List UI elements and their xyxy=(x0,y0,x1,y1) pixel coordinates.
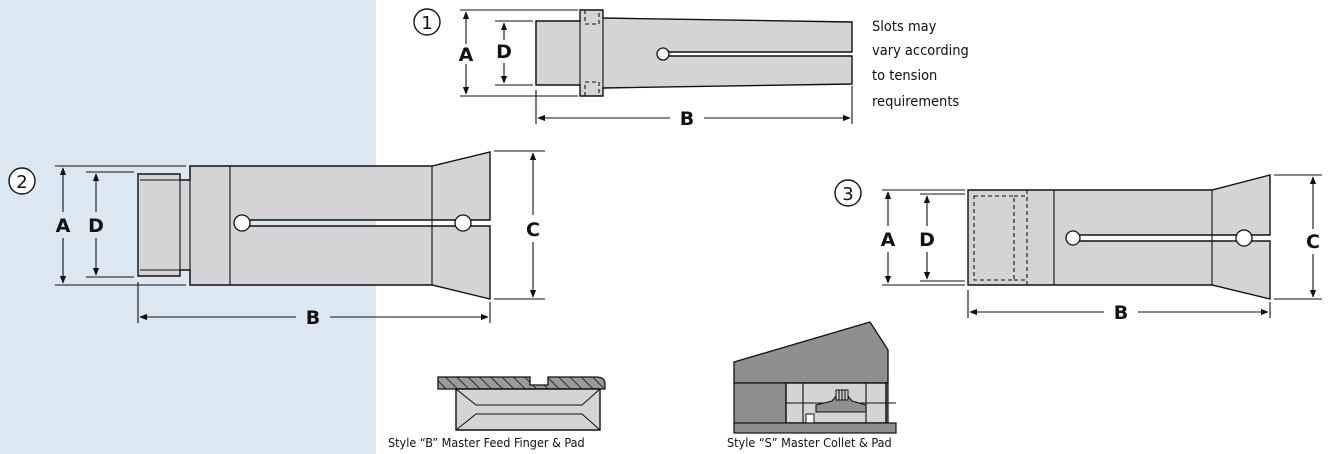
figure-1-number-circle xyxy=(413,8,441,36)
figure-1-label-d: D xyxy=(496,41,512,63)
style-b-finger xyxy=(437,376,606,390)
figure-2-collet-body xyxy=(137,151,491,300)
figure-3-label-b: B xyxy=(1114,302,1128,324)
style-s-caption: Style “S” Master Collet & Pad xyxy=(727,435,892,450)
style-b-pad xyxy=(455,388,601,431)
figure-3-number-circle xyxy=(834,179,862,207)
slots-note: Slots may vary according to tension requ… xyxy=(872,19,969,110)
figure-1-label-b: B xyxy=(680,108,694,130)
figure-1-label-a: A xyxy=(459,44,474,66)
figure-3-number: 3 xyxy=(842,184,853,205)
figure-1-collet-body xyxy=(535,9,853,97)
style-b-caption: Style “B” Master Feed Finger & Pad xyxy=(388,435,585,450)
note-line-1: Slots may xyxy=(872,19,937,35)
style-s-body xyxy=(733,321,889,384)
figure-2-label-c: C xyxy=(526,219,540,241)
figure-2-label-b: B xyxy=(306,307,320,329)
style-b-detail: Style “B” Master Feed Finger & Pad xyxy=(388,376,606,450)
note-line-3: to tension xyxy=(872,68,937,84)
figure-3: 3 A D C B xyxy=(834,174,1322,324)
figure-1-slot-hole xyxy=(656,47,670,61)
figure-2-number: 2 xyxy=(16,172,27,193)
figure-2: 2 A D C B xyxy=(8,150,545,329)
figure-2-label-d: D xyxy=(88,215,104,237)
figure-3-slot-hole-end xyxy=(1235,229,1253,247)
figure-2-number-circle xyxy=(8,167,36,195)
figure-3-label-c: C xyxy=(1306,231,1320,253)
figure-3-collet-body xyxy=(967,174,1271,300)
figure-3-slot-hole xyxy=(1065,230,1081,246)
note-line-4: requirements xyxy=(872,94,959,110)
figure-1-number: 1 xyxy=(421,13,432,34)
figure-3-label-d: D xyxy=(919,229,935,251)
figure-2-slot-hole-end xyxy=(454,214,472,232)
note-line-2: vary according xyxy=(872,43,969,59)
figure-2-label-a: A xyxy=(56,215,71,237)
figure-2-slot-hole xyxy=(233,214,251,232)
figure-3-label-a: A xyxy=(881,229,896,251)
style-s-base xyxy=(733,422,897,434)
figure-1: 1 A D B xyxy=(413,8,853,130)
style-s-detail: Style “S” Master Collet & Pad xyxy=(727,321,897,450)
